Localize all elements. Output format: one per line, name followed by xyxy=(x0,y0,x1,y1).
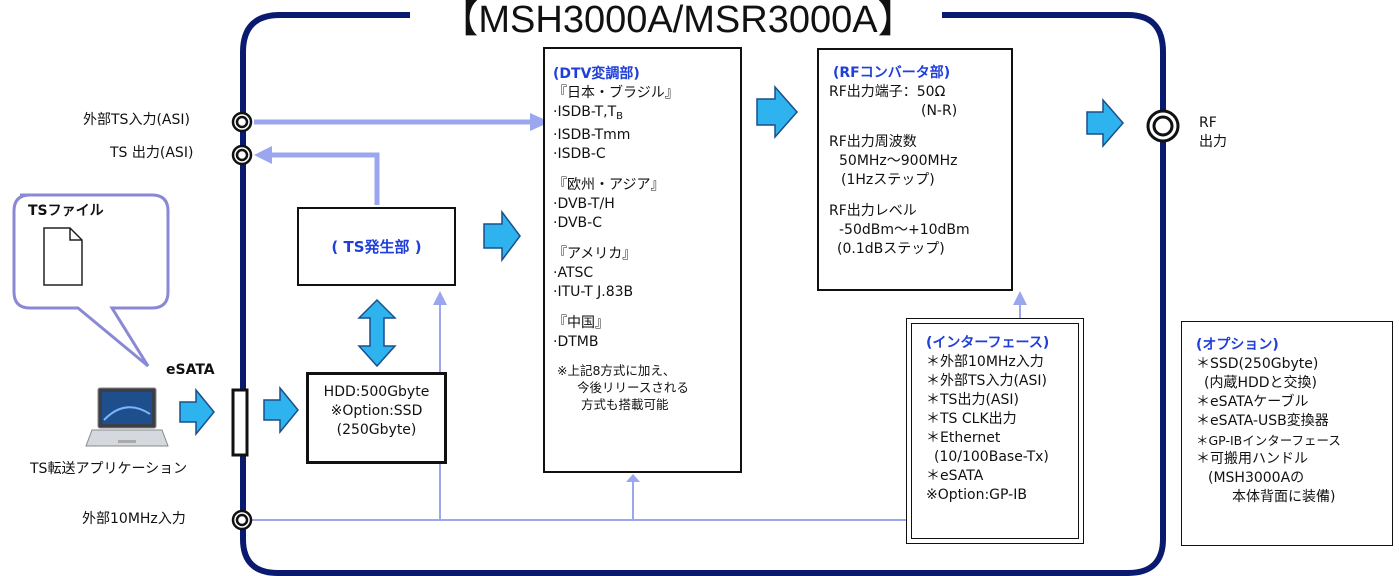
dtv-modulation-box: (DTV変調部) 『日本・ブラジル』 ·ISDB-T,TB ·ISDB-Tmm … xyxy=(543,47,742,473)
options-item-7: (MSH3000Aの xyxy=(1208,470,1305,486)
dtv-item-itu: ·ITU-T J.83B xyxy=(553,284,634,300)
options-heading: (オプション) xyxy=(1196,337,1279,353)
rf-line-4: RF出力周波数 xyxy=(829,134,917,150)
dtv-item-dvb-c: ·DVB-C xyxy=(553,215,602,231)
ts-file-callout xyxy=(12,193,170,368)
ext-ts-input-label: 外部TS入力(ASI) xyxy=(83,112,190,128)
options-item-2: (内蔵HDDと交換) xyxy=(1204,375,1318,391)
connector-ext-10mhz xyxy=(231,509,253,531)
ts-output-label: TS 出力(ASI) xyxy=(110,145,194,161)
hdd-line-2: ※Option:SSD xyxy=(330,403,423,419)
dtv-item-atsc: ·ATSC xyxy=(553,265,594,281)
connector-rf-out xyxy=(1146,109,1180,143)
interface-item-6: (10/100Base-Tx) xyxy=(934,449,1049,465)
dtv-note-1: ※上記8方式に加え、 xyxy=(557,363,676,378)
ts-generator-box: ( TS発生部 ) xyxy=(297,207,456,286)
dtv-group-japan: 『日本・ブラジル』 xyxy=(553,85,679,101)
diagram-title: 【MSH3000A/MSR3000A】 xyxy=(440,0,916,41)
interface-item-2: ＊外部TS入力(ASI) xyxy=(926,373,1047,389)
dtv-item-dtmb: ·DTMB xyxy=(553,334,599,350)
rf-output-label: RF 出力 xyxy=(1199,114,1227,152)
interface-item-4: ＊TS CLK出力 xyxy=(926,411,1017,427)
rf-line-1: RF出力端子：50Ω xyxy=(829,84,946,100)
hdd-line-3: (250Gbyte) xyxy=(336,422,417,438)
ts-app-label: TS転送アプリケーション xyxy=(30,461,188,477)
options-item-8: 本体背面に装備) xyxy=(1232,489,1336,505)
rf-output-line-2: 出力 xyxy=(1199,134,1227,150)
laptop-icon xyxy=(85,387,169,447)
rf-output-line-1: RF xyxy=(1199,115,1217,131)
ts-generator-label: ( TS発生部 ) xyxy=(331,238,422,256)
rf-line-2: (N-R) xyxy=(921,103,958,119)
interface-item-1: ＊外部10MHz入力 xyxy=(926,354,1044,370)
dtv-item-isdb-t-text: ·ISDB-T,T xyxy=(553,104,617,120)
dtv-note-2: 今後リリースされる xyxy=(577,380,689,395)
rf-line-9: -50dBm～+10dBm xyxy=(839,222,970,238)
esata-label: eSATA xyxy=(166,362,215,378)
block-arrows xyxy=(179,85,1124,437)
file-icon xyxy=(43,227,83,286)
device-frame xyxy=(240,12,1166,576)
hdd-line-1: HDD:500Gbyte xyxy=(323,384,430,400)
interface-item-8: ※Option:GP-IB xyxy=(926,487,1027,503)
rf-line-5: 50MHz～900MHz xyxy=(839,153,958,169)
dtv-group-america: 『アメリカ』 xyxy=(553,246,637,262)
dtv-group-china: 『中国』 xyxy=(553,315,609,331)
rf-line-6: (1Hzステップ) xyxy=(841,172,935,188)
dtv-note-3: 方式も搭載可能 xyxy=(581,397,669,412)
hdd-box: HDD:500Gbyte ※Option:SSD (250Gbyte) xyxy=(306,372,447,464)
rf-line-10: (0.1dBステップ) xyxy=(837,241,945,257)
rf-line-8: RF出力レベル xyxy=(829,203,917,219)
options-item-6: ＊可搬用ハンドル xyxy=(1196,451,1308,467)
dtv-item-isdb-t: ·ISDB-T,TB xyxy=(553,103,740,126)
options-item-1: ＊SSD(250Gbyte) xyxy=(1196,356,1319,372)
interface-item-5: ＊Ethernet xyxy=(926,430,1001,446)
rf-heading: (RFコンバータ部) xyxy=(833,65,951,81)
interface-item-3: ＊TS出力(ASI) xyxy=(926,392,1019,408)
dtv-item-isdb-c: ·ISDB-C xyxy=(553,146,606,162)
options-box: (オプション) ＊SSD(250Gbyte) (内蔵HDDと交換) ＊eSATA… xyxy=(1181,321,1393,546)
connector-ext-ts-in xyxy=(231,111,253,133)
options-item-4: ＊eSATA-USB変換器 xyxy=(1196,413,1329,429)
dtv-heading: (DTV変調部) xyxy=(553,66,640,82)
esata-port xyxy=(231,388,249,457)
dtv-item-isdb-tmm: ·ISDB-Tmm xyxy=(553,127,631,143)
interface-item-7: ＊eSATA xyxy=(926,468,984,484)
options-item-5: ＊GP-IBインターフェース xyxy=(1196,433,1341,448)
interface-inner: (インターフェース) ＊外部10MHz入力 ＊外部TS入力(ASI) ＊TS出力… xyxy=(911,323,1079,539)
dtv-item-dvb-th: ·DVB-T/H xyxy=(553,196,615,212)
rf-converter-box: (RFコンバータ部) RF出力端子：50Ω (N-R) RF出力周波数 50MH… xyxy=(817,48,1013,291)
dtv-item-isdb-t-subscript: B xyxy=(616,111,624,122)
options-item-3: ＊eSATAケーブル xyxy=(1196,394,1309,410)
connector-ts-out xyxy=(231,144,253,166)
dtv-group-europe: 『欧州・アジア』 xyxy=(553,177,665,193)
ext-10mhz-input-label: 外部10MHz入力 xyxy=(82,511,186,527)
ts-file-label: TSファイル xyxy=(28,203,104,219)
interface-box: (インターフェース) ＊外部10MHz入力 ＊外部TS入力(ASI) ＊TS出力… xyxy=(906,318,1084,544)
interface-heading: (インターフェース) xyxy=(926,335,1050,351)
